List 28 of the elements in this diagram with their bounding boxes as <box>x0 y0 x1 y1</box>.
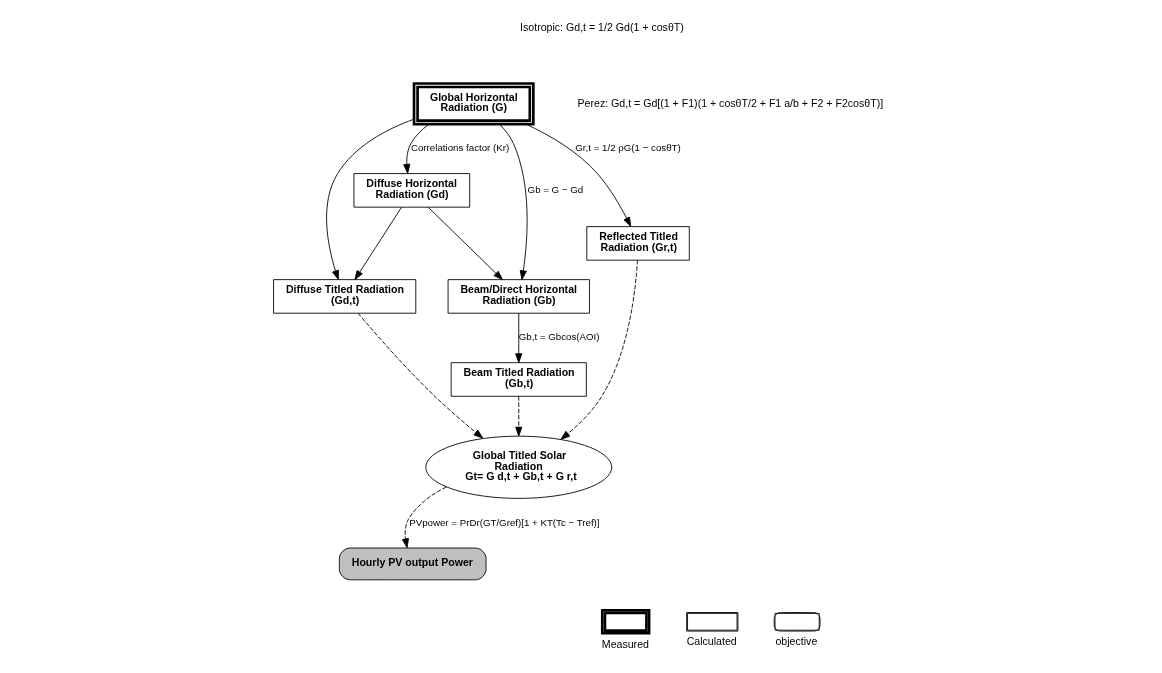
arrow <box>560 259 638 440</box>
node-box: Beam Titled Radiation (Gb,t) <box>450 362 587 397</box>
node-box: Diffuse Titled Radiation (Gd,t) <box>272 279 416 314</box>
legend-label: objective <box>774 634 817 647</box>
arrow <box>401 486 447 549</box>
node-box: Reflected Titled Radiation (Gr,t) <box>585 226 690 261</box>
arrow <box>325 118 414 280</box>
arrow <box>498 124 528 281</box>
arrow <box>354 206 402 281</box>
arrow <box>427 206 503 281</box>
edge-label: Gb,t = Gbcos(AOI) <box>518 331 600 343</box>
arrow <box>402 123 429 174</box>
label: Isotropic: Gd,t = 1/2 Gd(1 + cosθT) <box>519 20 684 33</box>
arrow <box>357 312 483 439</box>
edge-label: Gb = G − Gd <box>527 183 583 195</box>
legend-label: Calculated <box>686 634 737 647</box>
node-box: Beam/Direct Horizontal Radiation (Gb) <box>447 279 590 314</box>
edge-label: Correlations factor (Kr) <box>410 142 509 154</box>
edge-label: PVpower = PrDr(GT/Gref)[1 + KT(Tc − Tref)] <box>408 516 600 528</box>
arrow <box>514 312 522 363</box>
node-box: Diffuse Horizontal Radiation (Gd) <box>353 173 470 208</box>
arrow <box>525 123 631 227</box>
arrow <box>514 396 522 437</box>
edge-label: Gr,t = 1/2 ρG(1 − cosθT) <box>574 142 681 154</box>
node-box: Hourly PV output Power <box>338 547 486 581</box>
legend-label: Measured <box>601 638 649 651</box>
label: Perez: Gd,t = Gd[(1 + F1)(1 + cosθT/2 + F1 a/b + F2 + F2cosθT)] <box>577 96 883 109</box>
node-ellipse: Global Titled Solar Radiation Gt= G d,t + Gb,t + G r,t <box>424 435 612 499</box>
